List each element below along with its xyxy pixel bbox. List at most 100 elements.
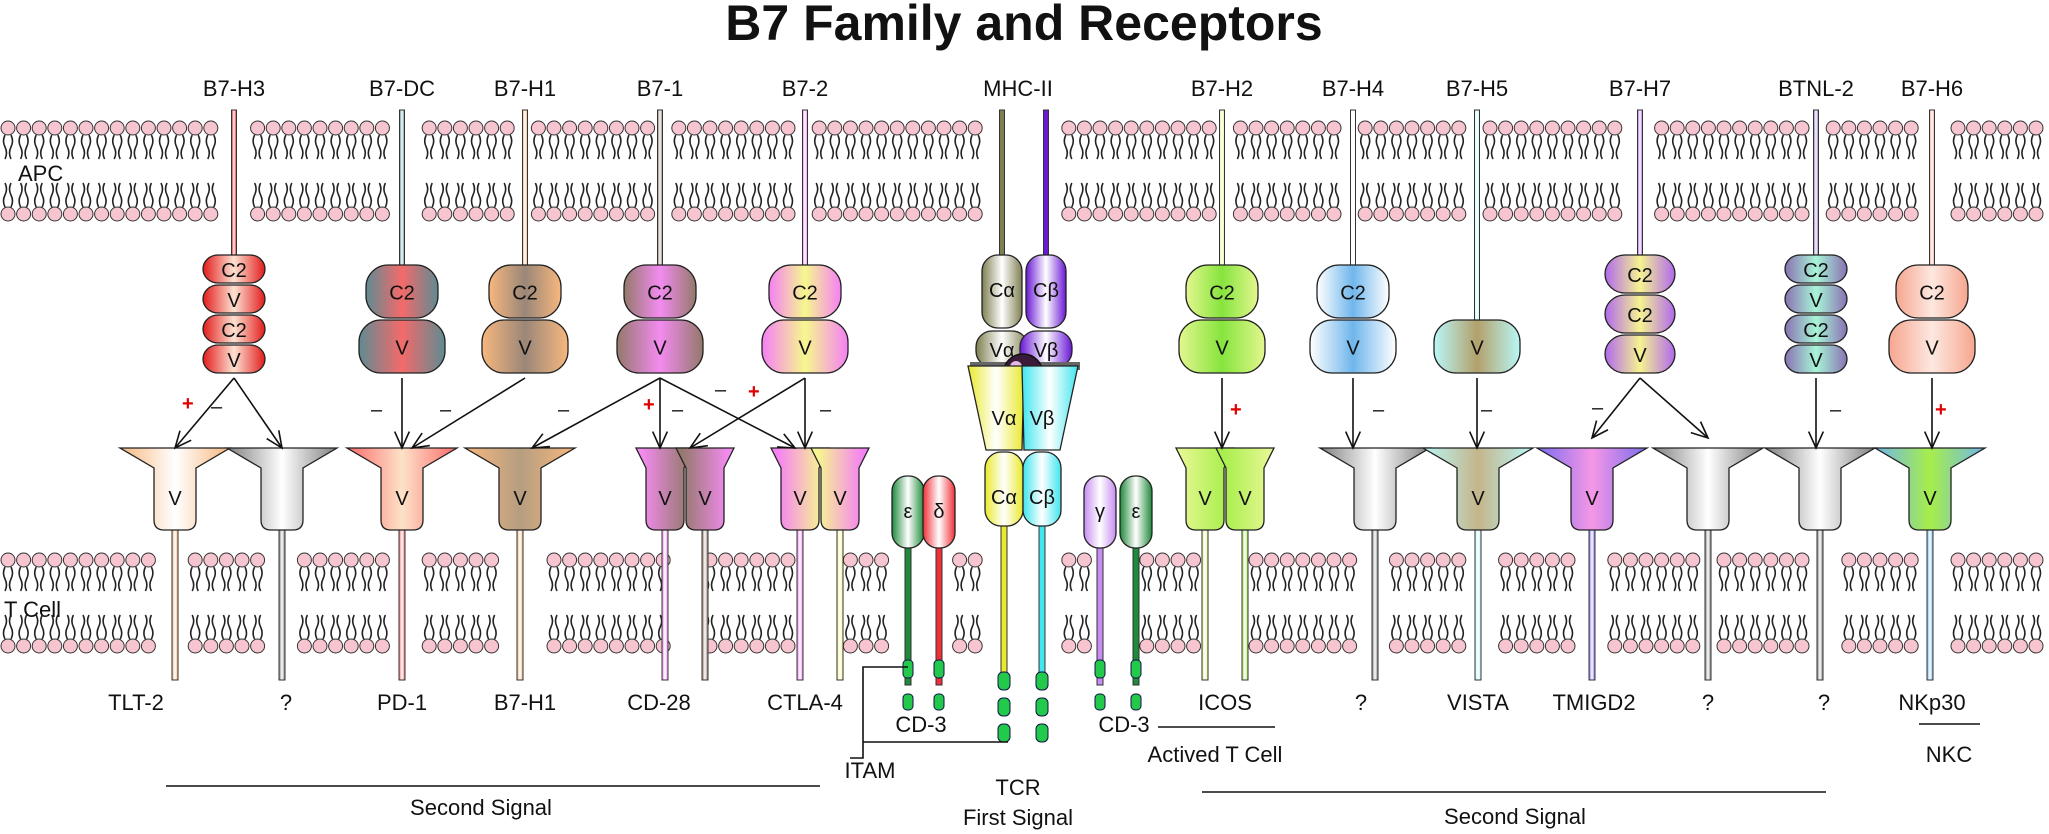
lipid-head xyxy=(1669,552,1685,568)
lipid-head xyxy=(1513,638,1529,654)
lipid-head xyxy=(1591,206,1607,222)
domain-label: V xyxy=(227,290,241,312)
receptor-v-domain xyxy=(809,447,871,531)
lipid-head xyxy=(1482,120,1498,136)
lipid-head xyxy=(359,120,375,136)
lipid-tail xyxy=(1952,566,1964,640)
lipid-head xyxy=(2012,120,2028,136)
lipid-head xyxy=(1544,120,1560,136)
ligand-name: B7-1 xyxy=(637,76,683,101)
lipid-tail xyxy=(595,566,607,640)
lipid-head xyxy=(1186,638,1202,654)
lipid-tail xyxy=(564,566,575,640)
lipid-tail xyxy=(1578,134,1589,208)
lipid-head xyxy=(312,120,328,136)
lipid-tail xyxy=(954,566,965,640)
lipid-tail xyxy=(720,566,731,640)
lipid-tail xyxy=(1671,566,1683,640)
lipid-head xyxy=(47,206,63,222)
lipid-tail xyxy=(1328,566,1340,640)
lipid-head xyxy=(1373,120,1389,136)
lipid-head xyxy=(1700,120,1716,136)
lipid-head xyxy=(1310,638,1326,654)
lipid-head xyxy=(1420,638,1436,654)
lipid-head xyxy=(1607,638,1623,654)
lipid-head xyxy=(1482,206,1498,222)
interaction-arrow xyxy=(659,377,797,449)
domain-label: V xyxy=(698,488,712,510)
lipid-head xyxy=(1778,206,1794,222)
lipid-tail xyxy=(1734,566,1745,640)
lipid-tail xyxy=(439,134,451,208)
lipid-tail xyxy=(1203,134,1215,208)
lipid-head xyxy=(1123,120,1139,136)
lipid-tail xyxy=(330,134,341,208)
lipid-head xyxy=(1123,206,1139,222)
domain-label: C2 xyxy=(647,283,673,305)
lipid-head xyxy=(1966,638,1982,654)
lipid-head xyxy=(1669,120,1685,136)
lipid-head xyxy=(1997,120,2013,136)
lipid-head xyxy=(1997,206,2013,222)
itam-motif xyxy=(933,693,945,711)
lipid-tail xyxy=(330,566,341,640)
domain-c2 xyxy=(1185,264,1259,319)
lipid-head xyxy=(686,206,702,222)
lipid-head xyxy=(1186,552,1202,568)
lipid-head xyxy=(546,552,562,568)
lipid-head xyxy=(718,552,734,568)
lipid-tail xyxy=(1453,566,1465,640)
lipid-tail xyxy=(735,134,747,208)
lipid-tail xyxy=(767,134,778,208)
lipid-head xyxy=(967,552,983,568)
lipid-head xyxy=(109,552,125,568)
lipid-head xyxy=(874,206,890,222)
lipid-head xyxy=(1997,552,2013,568)
lipid-head xyxy=(172,206,188,222)
domain-label: C2 xyxy=(221,260,247,282)
domain-c2 xyxy=(1604,254,1676,294)
lipid-head xyxy=(328,638,344,654)
itam-motif xyxy=(1035,697,1049,717)
lipid-head xyxy=(2012,552,2028,568)
interaction-arrow xyxy=(1468,378,1486,450)
lipid-head xyxy=(640,120,656,136)
receptor-name: ICOS xyxy=(1198,690,1252,715)
cd3-label-right: CD-3 xyxy=(1098,712,1149,737)
receptor-stalk xyxy=(1704,519,1712,681)
lipid-head xyxy=(1279,552,1295,568)
lipid-head xyxy=(764,638,780,654)
lipid-head xyxy=(1560,206,1576,222)
lipid-head xyxy=(1310,120,1326,136)
lipid-tail xyxy=(1437,134,1449,208)
lipid-head xyxy=(1092,206,1108,222)
lipid-head xyxy=(1139,120,1155,136)
ligand-name: B7-H5 xyxy=(1446,76,1508,101)
lipid-head xyxy=(1264,552,1280,568)
lipid-head xyxy=(1420,552,1436,568)
lipid-head xyxy=(281,206,297,222)
lipid-head xyxy=(62,206,78,222)
lipid-head xyxy=(842,638,858,654)
lipid-head xyxy=(1685,206,1701,222)
domain-c2 xyxy=(1316,264,1390,319)
domain-v xyxy=(202,284,266,314)
lipid-tail xyxy=(1531,566,1543,640)
receptor-name: B7-H1 xyxy=(494,690,556,715)
lipid-head xyxy=(421,552,437,568)
lipid-head xyxy=(1061,206,1077,222)
ligand-name: B7-DC xyxy=(369,76,435,101)
lipid-head xyxy=(359,638,375,654)
receptor-? xyxy=(1762,447,1878,681)
ligand-b7-h1: C2V xyxy=(481,109,569,374)
lipid-head xyxy=(1950,120,1966,136)
lipid-head xyxy=(1248,552,1264,568)
lipid-head xyxy=(1841,120,1857,136)
lipid-head xyxy=(1295,206,1311,222)
lipid-tail xyxy=(626,134,638,208)
lipid-tail xyxy=(1983,134,1995,208)
sign-plus: + xyxy=(1230,399,1242,421)
lipid-head xyxy=(78,206,94,222)
lipid-tail xyxy=(1281,134,1293,208)
